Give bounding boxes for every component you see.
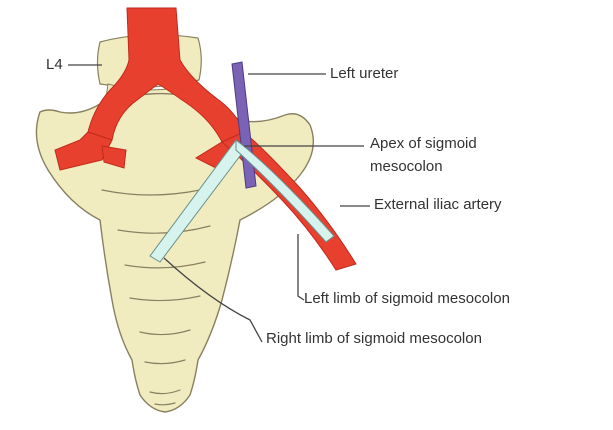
label-apex-line1: Apex of sigmoid: [370, 135, 477, 153]
label-right-limb: Right limb of sigmoid mesocolon: [266, 330, 482, 348]
label-l4: L4: [46, 56, 63, 74]
label-external-iliac: External iliac artery: [374, 196, 502, 214]
label-apex-line2: mesocolon: [370, 158, 443, 176]
label-left-ureter: Left ureter: [330, 65, 398, 83]
label-left-limb: Left limb of sigmoid mesocolon: [304, 290, 510, 308]
